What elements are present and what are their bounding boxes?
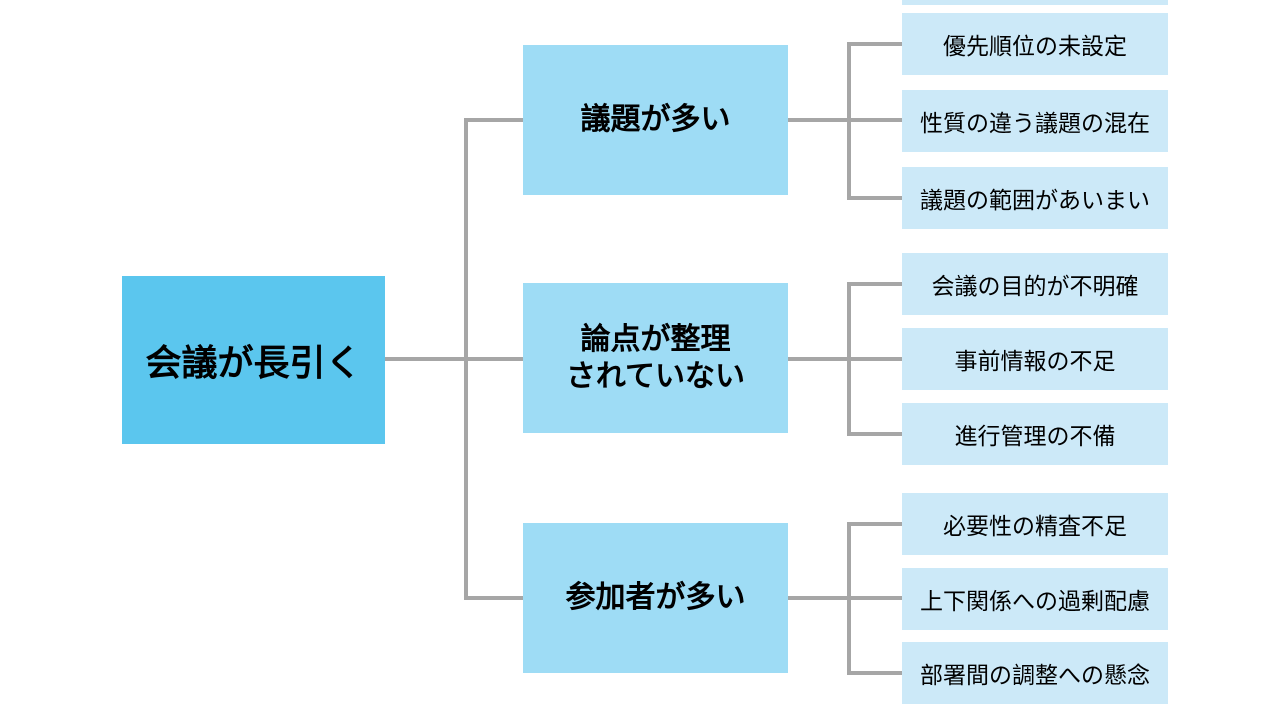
node-branch-too-many-participants[interactable]: 参加者が多い xyxy=(523,523,788,673)
connector-branch1-to-leaf1 xyxy=(847,42,902,46)
node-leaf-label: 性質の違う議題の混在 xyxy=(920,110,1150,136)
connector-branch2-to-leaf1 xyxy=(847,282,902,286)
connector-branch3-to-leaves xyxy=(788,596,902,600)
node-branch-too-many-agenda-items[interactable]: 議題が多い xyxy=(523,45,788,195)
node-leaf-label: 会議の目的が不明確 xyxy=(931,273,1139,299)
connector-branch1-to-leaf3 xyxy=(847,196,902,200)
node-leaf-poor-facilitation[interactable]: 進行管理の不備 xyxy=(902,403,1168,465)
node-leaf-mixed-agenda-types[interactable]: 性質の違う議題の混在 xyxy=(902,90,1168,152)
node-leaf-label: 優先順位の未設定 xyxy=(943,33,1127,59)
connector-branch2-vertical xyxy=(847,282,851,436)
connector-trunk-to-branch3 xyxy=(464,596,523,600)
node-leaf-label: 上下関係への過剰配慮 xyxy=(920,588,1150,614)
node-leaf-label: 必要性の精査不足 xyxy=(943,513,1127,539)
node-branch-label: 議題が多い xyxy=(580,103,731,137)
node-leaf-necessity-not-vetted[interactable]: 必要性の精査不足 xyxy=(902,493,1168,555)
connector-branch1-to-leaves xyxy=(788,118,902,122)
node-branch-points-not-organized[interactable]: 論点が整理 されていない xyxy=(523,283,788,433)
node-branch-label: 参加者が多い xyxy=(565,581,746,615)
node-leaf-label: 議題の範囲があいまい xyxy=(920,187,1150,213)
node-leaf-vague-agenda-scope[interactable]: 議題の範囲があいまい xyxy=(902,167,1168,229)
connector-branch3-vertical xyxy=(847,522,851,675)
node-leaf-priorities-not-set[interactable]: 優先順位の未設定 xyxy=(902,13,1168,75)
node-leaf-interdepartmental-concerns[interactable]: 部署間の調整への懸念 xyxy=(902,642,1168,704)
connector-branch3-to-leaf3 xyxy=(847,671,902,675)
node-branch-label: 論点が整理 されていない xyxy=(565,322,746,394)
connector-branch2-to-leaves xyxy=(788,357,902,361)
connector-root-to-trunk xyxy=(385,357,523,361)
node-leaf-lack-of-advance-info[interactable]: 事前情報の不足 xyxy=(902,328,1168,390)
connector-trunk-to-branch1 xyxy=(464,118,523,122)
node-root-label: 会議が長引く xyxy=(145,342,362,383)
node-leaf-hierarchy-overconsideration[interactable]: 上下関係への過剰配慮 xyxy=(902,568,1168,630)
node-leaf-label: 部署間の調整への懸念 xyxy=(920,662,1150,688)
connector-trunk-vertical xyxy=(464,118,468,600)
cropped-leaf-box-top-edge xyxy=(902,0,1168,5)
node-leaf-label: 事前情報の不足 xyxy=(954,348,1116,374)
connector-branch3-to-leaf1 xyxy=(847,522,902,526)
node-root-meeting-runs-long[interactable]: 会議が長引く xyxy=(122,276,385,444)
node-leaf-unclear-meeting-purpose[interactable]: 会議の目的が不明確 xyxy=(902,253,1168,315)
connector-branch2-to-leaf3 xyxy=(847,432,902,436)
node-leaf-label: 進行管理の不備 xyxy=(954,423,1116,449)
connector-branch1-vertical xyxy=(847,42,851,200)
